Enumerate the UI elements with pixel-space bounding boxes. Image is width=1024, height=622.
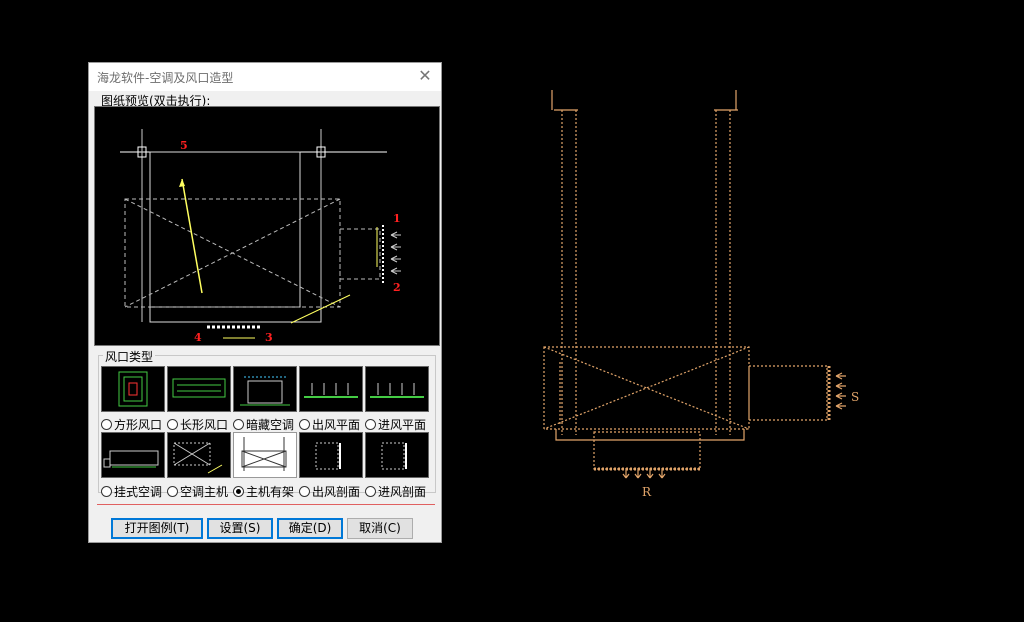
radio-label: 方形风口 (114, 418, 163, 432)
radio-label: 进风平面 (378, 418, 427, 432)
radio-long-outlet[interactable]: 长形风口 (167, 416, 228, 433)
label-s: S (851, 390, 859, 404)
thumb-inlet-plan[interactable] (365, 366, 429, 412)
radio-dot[interactable] (299, 486, 310, 497)
radio-dot[interactable] (101, 419, 112, 430)
radio-dot[interactable] (233, 419, 244, 430)
cad-canvas[interactable]: S R (530, 80, 870, 510)
radio-label: 长形风口 (180, 418, 229, 432)
settings-button[interactable]: 设置(S) (207, 518, 273, 539)
preview-marker: 1 (393, 212, 401, 225)
preview-marker: 3 (265, 331, 273, 344)
air-conditioner-dialog: 海龙软件-空调及风口造型 ✕ 图纸预览(双击执行): (88, 62, 442, 543)
radio-dot[interactable] (167, 419, 178, 430)
thumb-outlet-plan[interactable] (299, 366, 363, 412)
ok-button[interactable]: 确定(D) (277, 518, 343, 539)
radio-dot[interactable] (365, 486, 376, 497)
open-legend-button[interactable]: 打开图例(T) (111, 518, 203, 539)
thumb-long-outlet[interactable] (167, 366, 231, 412)
title-bar[interactable]: 海龙软件-空调及风口造型 ✕ (89, 63, 441, 91)
outlet-type-group (98, 355, 436, 493)
radio-inlet-section[interactable]: 进风剖面 (365, 483, 426, 500)
thumb-outlet-section[interactable] (299, 432, 363, 478)
radio-label: 挂式空调 (114, 485, 163, 499)
preview-label: 图纸预览(双击执行): (101, 94, 211, 108)
radio-label: 暗藏空调 (246, 418, 295, 432)
preview-marker: 2 (393, 281, 401, 294)
radio-dot[interactable] (299, 419, 310, 430)
label-r: R (642, 485, 652, 499)
thumb-wall-ac[interactable] (101, 432, 165, 478)
radio-label: 进风剖面 (378, 485, 427, 499)
radio-dot[interactable] (233, 486, 244, 497)
thumb-inlet-section[interactable] (365, 432, 429, 478)
thumb-host-with-rack[interactable] (233, 432, 297, 478)
close-icon[interactable]: ✕ (418, 66, 432, 85)
radio-ac-host[interactable]: 空调主机 (167, 483, 228, 500)
radio-label: 出风平面 (312, 418, 361, 432)
separator (97, 504, 435, 505)
radio-concealed-ac[interactable]: 暗藏空调 (233, 416, 294, 433)
radio-wall-ac[interactable]: 挂式空调 (101, 483, 162, 500)
radio-label: 出风剖面 (312, 485, 361, 499)
radio-host-with-rack[interactable]: 主机有架 (233, 483, 294, 500)
radio-inlet-plan[interactable]: 进风平面 (365, 416, 426, 433)
thumb-concealed-ac[interactable] (233, 366, 297, 412)
radio-label: 主机有架 (246, 485, 295, 499)
thumb-square-outlet[interactable] (101, 366, 165, 412)
cancel-button[interactable]: 取消(C) (347, 518, 413, 539)
group-label: 风口类型 (103, 348, 156, 365)
thumb-ac-host[interactable] (167, 432, 231, 478)
radio-dot[interactable] (101, 486, 112, 497)
radio-label: 空调主机 (180, 485, 229, 499)
radio-outlet-plan[interactable]: 出风平面 (299, 416, 360, 433)
radio-dot[interactable] (365, 419, 376, 430)
preview-drawing: 1 2 3 4 5 (120, 129, 401, 344)
radio-outlet-section[interactable]: 出风剖面 (299, 483, 360, 500)
ac-host-drawing (543, 90, 846, 479)
drawing-preview[interactable]: 1 2 3 4 5 (94, 106, 440, 346)
radio-square-outlet[interactable]: 方形风口 (101, 416, 162, 433)
dialog-title: 海龙软件-空调及风口造型 (97, 71, 234, 85)
radio-dot[interactable] (167, 486, 178, 497)
preview-marker: 5 (180, 139, 188, 152)
preview-marker: 4 (194, 331, 202, 344)
